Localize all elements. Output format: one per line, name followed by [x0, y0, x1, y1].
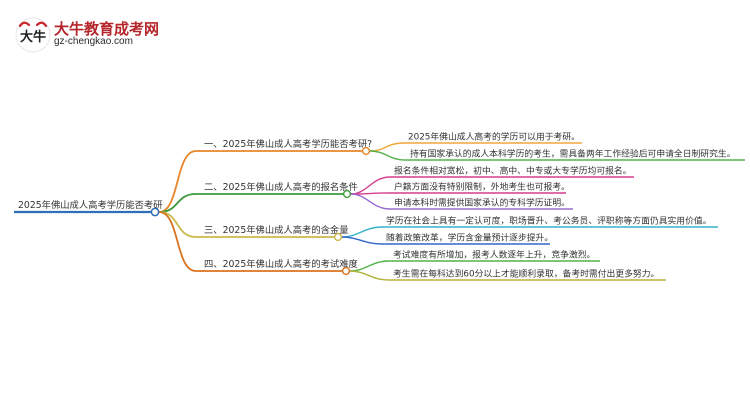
root-node-dot[interactable]	[150, 207, 160, 217]
branch-connector	[158, 211, 197, 238]
leaf-text: 随着政策改革，学历含金量预计逐步提升。	[386, 232, 553, 244]
branch-connector	[158, 211, 197, 272]
leaf-text: 2025年佛山成人高考的学历可以用于考研。	[408, 131, 580, 143]
site-logo[interactable]: 大牛 大牛教育成考网 gz-chengkao.com	[14, 14, 164, 54]
branch-node-dot[interactable]	[341, 266, 351, 276]
logo-title: 大牛教育成考网	[54, 20, 160, 38]
logo-mark-text: 大牛	[20, 29, 46, 45]
leaf-text: 考生需在每科达到60分以上才能顺利录取，备考时需付出更多努力。	[393, 268, 659, 280]
root-topic: 2025年佛山成人高考学历能否考研	[18, 199, 163, 211]
branch-connector	[158, 150, 197, 213]
branch-node-dot[interactable]	[333, 232, 343, 242]
leaf-text: 申请本科时需提供国家承认的专科学历证明。	[394, 197, 570, 209]
leaf-connector	[349, 270, 390, 281]
leaf-connector	[350, 193, 391, 210]
bull-logo-icon: 大牛	[15, 17, 51, 53]
branch-node-dot[interactable]	[361, 146, 371, 156]
branch-connector	[158, 193, 197, 213]
branch-label: 四、2025年佛山成人高考的考试难度	[204, 258, 358, 270]
leaf-connector	[341, 236, 383, 245]
leaf-text: 考试难度有所增加，报考人数逐年上升，竞争激烈。	[393, 249, 595, 261]
branch-label: 二、2025年佛山成人高考的报名条件	[204, 181, 358, 193]
branch-label: 一、2025年佛山成人高考学历能否考研?	[204, 138, 372, 150]
leaf-text: 学历在社会上具有一定认可度，职场晋升、考公务员、评职称等方面仍具实用价值。	[386, 215, 712, 227]
logo-url: gz-chengkao.com	[54, 36, 133, 47]
leaf-text: 报名条件相对宽松，初中、高中、中专或大专学历均可报名。	[394, 165, 632, 177]
branch-label: 三、2025年佛山成人高考的含金量	[204, 224, 349, 236]
leaf-connector	[369, 142, 405, 152]
leaf-connector	[369, 150, 407, 161]
leaf-text: 户籍方面没有特别限制，外地考生也可报考。	[394, 181, 570, 193]
leaf-text: 持有国家承认的成人本科学历的考生，需具备两年工作经验后可申请全日制研究生。	[410, 148, 736, 160]
branch-node-dot[interactable]	[342, 189, 352, 199]
